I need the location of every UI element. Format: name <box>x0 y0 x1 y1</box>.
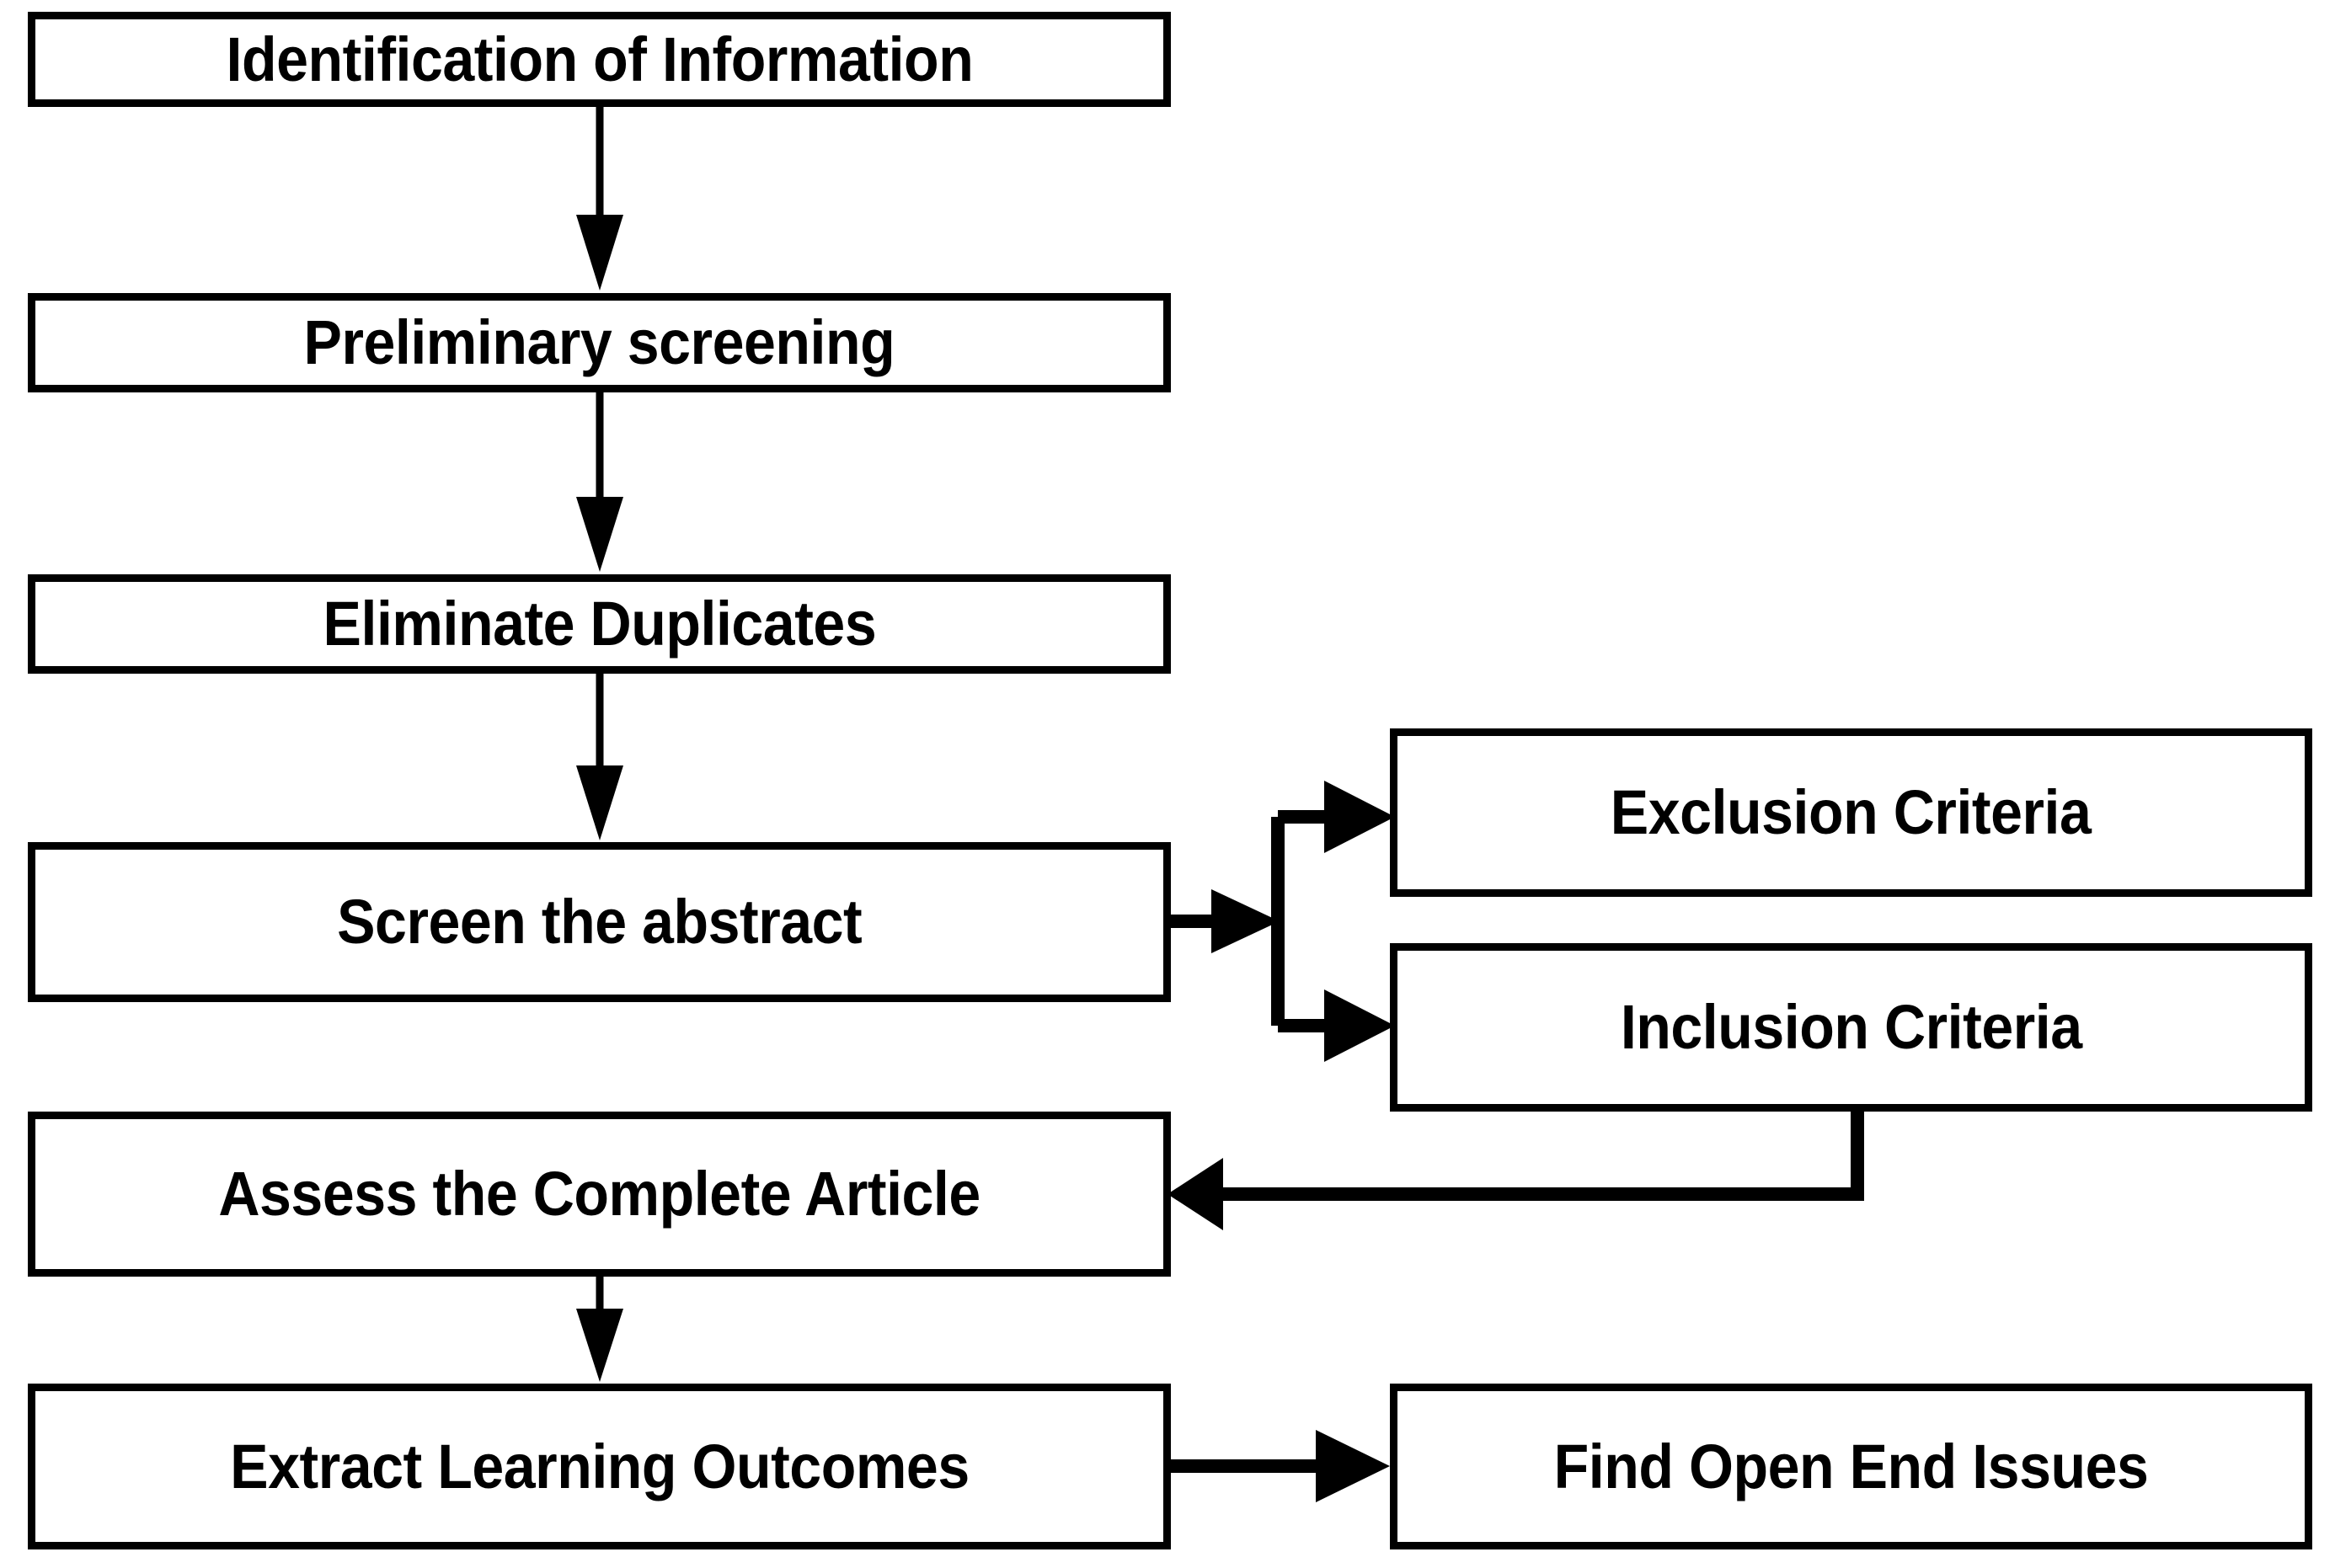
node-label: Preliminary screening <box>303 307 895 378</box>
node-label: Assess the Complete Article <box>218 1159 980 1229</box>
edge-assess-article-to-extract-outcomes <box>576 1277 623 1382</box>
node-label: Exclusion Criteria <box>1611 777 2092 848</box>
node-screen-the-abstract[interactable]: Screen the abstract <box>28 842 1171 1002</box>
node-identification-of-information[interactable]: Identification of Information <box>28 12 1171 107</box>
node-label: Inclusion Criteria <box>1620 992 2082 1063</box>
edge-extract-outcomes-to-open-end <box>1171 1430 1390 1502</box>
edge-inclusion-to-assess-article <box>1168 1112 1864 1230</box>
node-eliminate-duplicates[interactable]: Eliminate Duplicates <box>28 574 1171 674</box>
node-preliminary-screening[interactable]: Preliminary screening <box>28 293 1171 392</box>
node-label: Extract Learning Outcomes <box>229 1431 970 1501</box>
node-assess-the-complete-article[interactable]: Assess the Complete Article <box>28 1112 1171 1277</box>
node-exclusion-criteria[interactable]: Exclusion Criteria <box>1390 728 2312 897</box>
node-label: Screen the abstract <box>336 887 863 957</box>
edge-preliminary-to-duplicates <box>576 392 623 572</box>
node-find-open-end-issues[interactable]: Find Open End Issues <box>1390 1384 2312 1549</box>
edge-identification-to-preliminary <box>576 107 623 291</box>
node-inclusion-criteria[interactable]: Inclusion Criteria <box>1390 943 2312 1112</box>
edge-duplicates-to-screen-abstract <box>576 674 623 840</box>
node-label: Eliminate Duplicates <box>323 589 876 659</box>
node-label: Identification of Information <box>226 24 973 94</box>
edge-screen-abstract-to-criteria-bus <box>1171 781 1395 1062</box>
node-extract-learning-outcomes[interactable]: Extract Learning Outcomes <box>28 1384 1171 1549</box>
node-label: Find Open End Issues <box>1553 1431 2149 1501</box>
